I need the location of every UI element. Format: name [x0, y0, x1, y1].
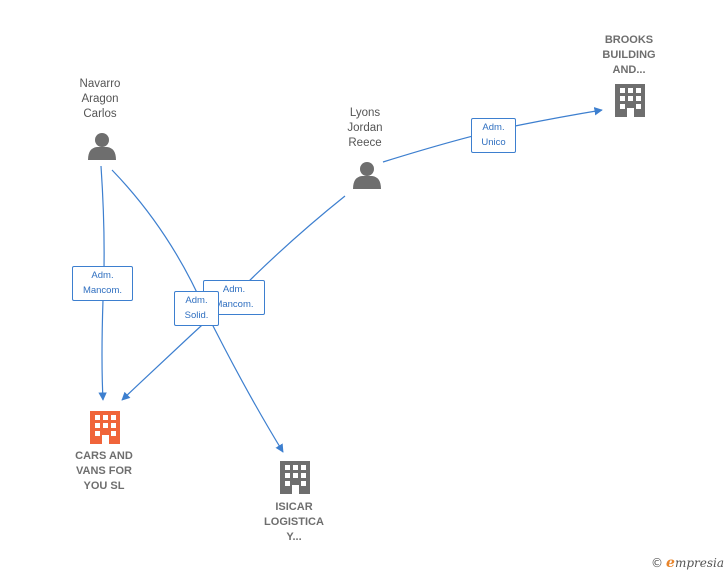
- node-label-brooks[interactable]: BROOKS BUILDING AND...: [602, 34, 656, 76]
- person-icon[interactable]: [353, 162, 381, 189]
- copyright-icon: ©: [651, 556, 664, 570]
- empresia-logo[interactable]: ©empresia: [651, 555, 724, 571]
- person-icon[interactable]: [88, 133, 116, 160]
- edge-label-navarro-cars: Adm. Mancom.: [72, 266, 133, 301]
- brand-initial: e: [666, 555, 675, 571]
- edge-label-lyons-brooks: Adm. Unico: [471, 118, 516, 153]
- building-icon-highlight[interactable]: [90, 411, 120, 444]
- edge-label-navarro-isicar: Adm. Solid.: [174, 291, 219, 326]
- building-icon[interactable]: [280, 461, 310, 494]
- edge-lyons-brooks: [382, 107, 603, 163]
- brand-name: mpresia: [674, 556, 724, 570]
- node-label-lyons[interactable]: Lyons Jordan Reece: [347, 107, 383, 149]
- building-icon[interactable]: [615, 84, 645, 117]
- node-label-navarro[interactable]: Navarro Aragon Carlos: [79, 78, 121, 120]
- node-label-cars[interactable]: CARS AND VANS FOR YOU SL: [75, 450, 133, 492]
- node-label-isicar[interactable]: ISICAR LOGISTICA Y...: [264, 501, 324, 543]
